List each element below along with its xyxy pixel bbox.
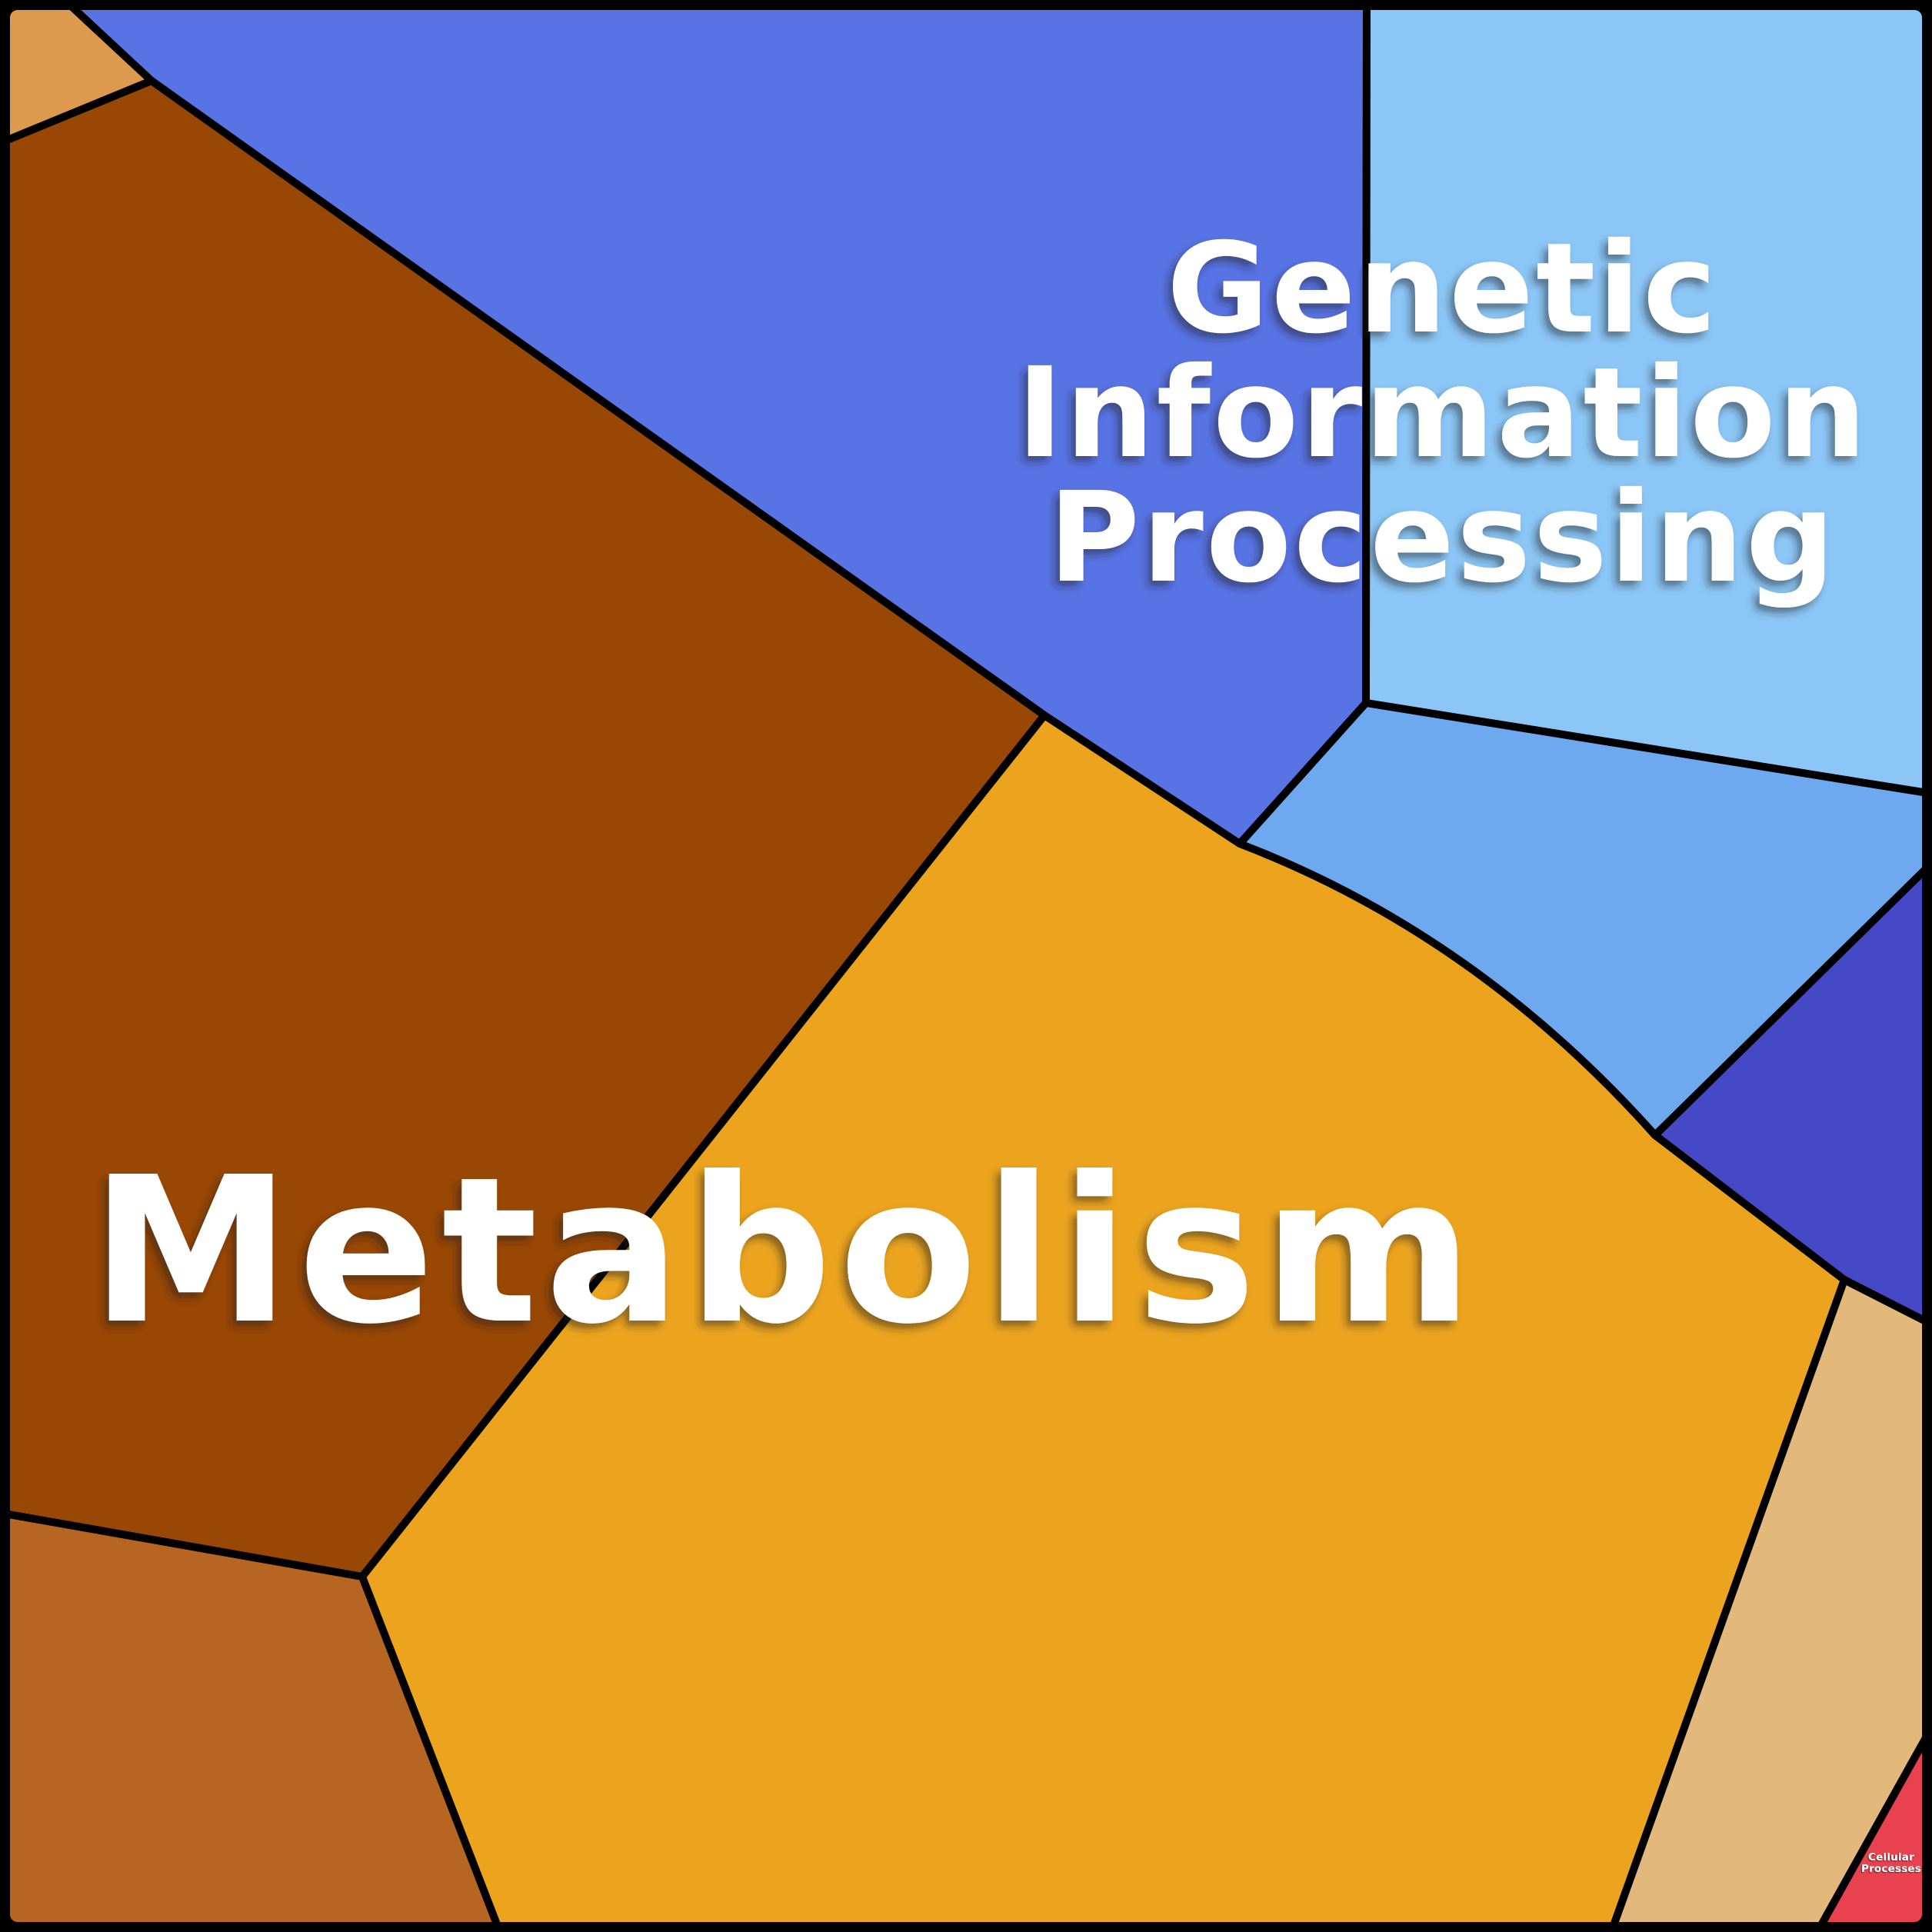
label-metabolism: Metabolism (91, 1134, 1481, 1368)
cell-gip-light-blue[interactable] (1362, 0, 1932, 798)
label-cellular-line2: Processes (1861, 1863, 1921, 1875)
category-labels: Metabolism Genetic Information Processin… (91, 217, 1921, 1875)
label-gip-line2: Information (1017, 341, 1869, 486)
cell-cellular-processes-red[interactable] (1814, 1723, 1932, 1932)
label-gip-line1: Genetic (1167, 217, 1719, 361)
label-cellular-line1: Cellular (1868, 1851, 1914, 1864)
label-gip-line3: Processing (1048, 466, 1837, 611)
label-genetic-information-processing: Genetic Information Processing (1017, 217, 1869, 611)
label-cellular-processes: Cellular Processes (1861, 1851, 1921, 1875)
cell-gip-indigo[interactable] (1651, 859, 1932, 1328)
cell-gip-cornflower[interactable] (1236, 699, 1932, 1139)
